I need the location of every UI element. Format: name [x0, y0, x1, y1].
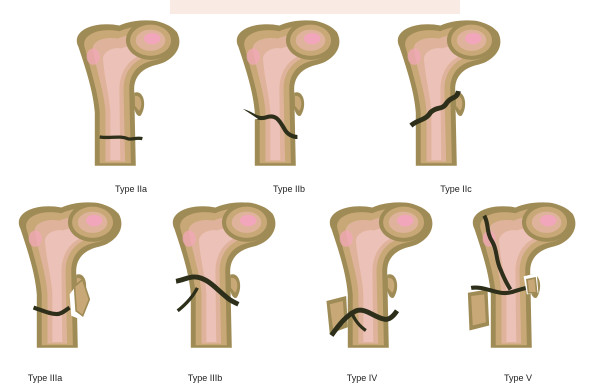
- label-type-v: Type V: [458, 373, 578, 383]
- femur-type-iiib: [171, 202, 275, 347]
- label-type-iib: Type IIb: [229, 184, 349, 194]
- label-type-iiia: Type IIIa: [0, 373, 105, 383]
- femur-type-iv: [326, 202, 432, 347]
- femur-type-iia: [77, 20, 180, 165]
- label-type-iic: Type IIc: [396, 184, 516, 194]
- femur-type-iiia: [19, 202, 122, 347]
- label-type-iv: Type IV: [302, 373, 422, 383]
- fracture-line-iia: [100, 137, 143, 139]
- label-type-iiib: Type IIIb: [145, 373, 265, 383]
- femur-type-iib: [237, 20, 340, 165]
- femur-type-v: [468, 202, 576, 347]
- femur-type-iic: [398, 20, 501, 165]
- label-type-iia: Type IIa: [71, 184, 191, 194]
